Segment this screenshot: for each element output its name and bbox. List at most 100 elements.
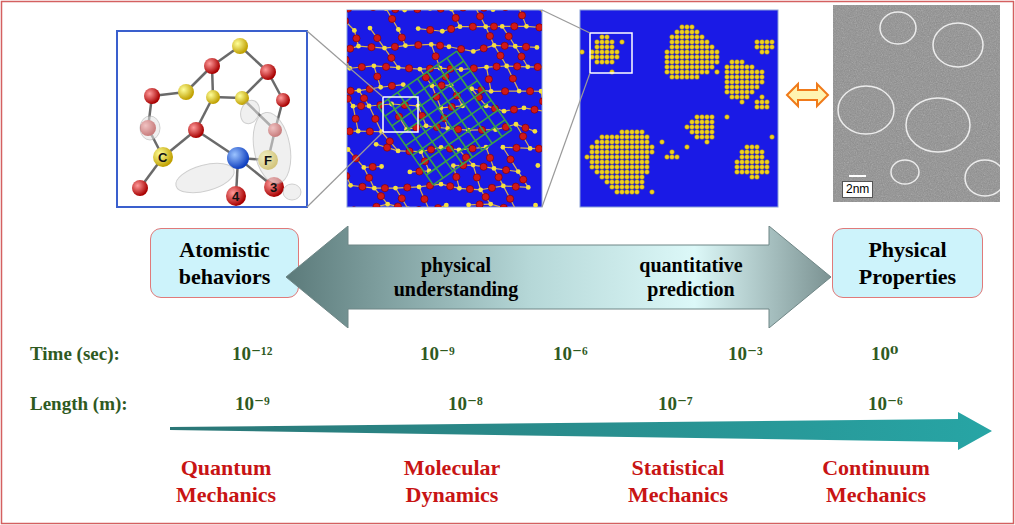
cluster-atom (625, 185, 630, 190)
cluster-atom (605, 165, 610, 170)
silicon-atom (403, 43, 408, 48)
oxygen-atom (452, 14, 459, 21)
oxygen-atom (389, 15, 396, 22)
cluster-atom (770, 135, 775, 140)
cluster-atom (590, 165, 595, 170)
cluster-atom (675, 50, 680, 55)
cluster-atom (755, 155, 760, 160)
cluster-atom (685, 40, 690, 45)
oxygen-atom (535, 145, 542, 152)
cluster-atom (710, 120, 715, 125)
cluster-atom (615, 140, 620, 145)
silicon-atom (471, 163, 476, 168)
atom (188, 122, 204, 138)
atom (204, 58, 220, 74)
silicon-atom (356, 129, 361, 134)
oxygen-atom (514, 63, 521, 70)
cluster-atom (740, 85, 745, 90)
silicon-atom (488, 202, 493, 207)
cluster-atom (635, 185, 640, 190)
network-bond (398, 30, 405, 46)
cluster-atom (705, 50, 710, 55)
oxygen-atom (497, 52, 504, 59)
silicon-atom (367, 104, 372, 109)
cluster-atom (675, 65, 680, 70)
oxygen-atom (415, 206, 422, 207)
oxygen-atom (347, 95, 351, 102)
oxygen-atom (531, 106, 538, 113)
time-value: 10⁻⁶ (553, 342, 588, 366)
particle-outline (880, 12, 916, 44)
cluster-atom (710, 115, 715, 120)
silicon-atom (537, 10, 542, 11)
cluster-atom (605, 145, 610, 150)
cluster-atom (765, 40, 770, 45)
silicon-atom (407, 170, 412, 175)
cluster-atom (765, 50, 770, 55)
silicon-atom (402, 10, 407, 12)
cluster-atom (695, 30, 700, 35)
silicon-atom (526, 185, 531, 190)
silica-network (347, 10, 542, 207)
silicon-atom (351, 104, 356, 109)
cluster-atom (635, 160, 640, 165)
network-bond (507, 66, 519, 91)
silicon-atom (484, 65, 489, 70)
cluster-atom (725, 75, 730, 80)
cluster-atom (625, 155, 630, 160)
cluster-atom (670, 150, 675, 155)
oxygen-atom (381, 185, 388, 192)
cluster-atom (660, 140, 665, 145)
clusters (580, 25, 774, 195)
cluster-atom (595, 140, 600, 145)
cluster-atom (610, 170, 615, 175)
cluster-atom (740, 165, 745, 170)
silicon-atom (522, 106, 527, 111)
silicon-atom (383, 10, 388, 11)
cluster-atom (745, 70, 750, 75)
cluster-atom (640, 160, 645, 165)
oxygen-atom (477, 13, 484, 20)
cluster-atom (600, 165, 605, 170)
cluster-atom (605, 135, 610, 140)
network-bond (374, 188, 387, 204)
oxygen-atom (353, 35, 360, 42)
cluster-atom (610, 185, 615, 190)
cluster-atom (665, 55, 670, 60)
cluster-atom (700, 40, 705, 45)
cluster-atom (630, 160, 635, 165)
zoom-line (542, 73, 590, 207)
cluster-atom (730, 60, 735, 65)
band-shape (286, 226, 831, 328)
silicon-atom (416, 26, 421, 31)
silicon-atom (428, 10, 433, 11)
cluster-atom (750, 85, 755, 90)
atom (276, 93, 290, 107)
cluster-atom (620, 190, 625, 195)
molecule-panel (117, 31, 307, 207)
cluster-atom (620, 145, 625, 150)
silicon-atom (500, 145, 505, 150)
oxygen-atom (509, 75, 516, 82)
oxygen-atom (502, 166, 509, 173)
cluster-atom (665, 60, 670, 65)
oxygen-atom (357, 102, 364, 109)
silicon-atom (393, 186, 398, 191)
cluster-atom (600, 55, 605, 60)
cluster-atom (745, 75, 750, 80)
cluster-atom (745, 150, 750, 155)
cluster-atom (615, 55, 620, 60)
cluster-atom (760, 155, 765, 160)
cluster-atom (690, 30, 695, 35)
cluster-atom (715, 55, 720, 60)
cluster-atom (770, 40, 775, 45)
oxygen-atom (539, 98, 542, 105)
cluster-atom (625, 135, 630, 140)
cluster-atom (640, 180, 645, 185)
cluster-atom (685, 125, 690, 130)
zoom-line (307, 31, 383, 97)
cluster-atom (675, 55, 680, 60)
cluster-atom (635, 190, 640, 195)
cluster-atom (715, 60, 720, 65)
cluster-atom (630, 140, 635, 145)
